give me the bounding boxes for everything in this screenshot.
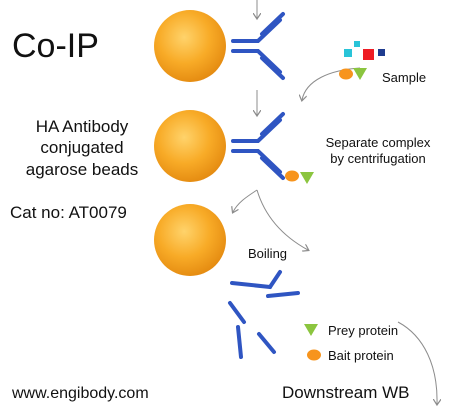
prey-protein-bound	[300, 172, 314, 184]
boiling-label: Boiling	[248, 246, 287, 261]
prey-protein-legend-icon	[304, 324, 318, 336]
antibody-on-bead-2	[231, 112, 285, 180]
arrow-sample-to-beads	[302, 67, 361, 100]
agarose-bead-1	[154, 10, 226, 82]
sample-label: Sample	[382, 70, 426, 85]
agarose-bead-3	[154, 204, 226, 276]
released-antibody-fragments	[228, 270, 300, 359]
arrow-to-bead-3	[233, 189, 258, 212]
antibody-on-bead-1	[231, 12, 285, 80]
prey-legend-label: Prey protein	[328, 323, 398, 338]
separate-label-line-1: Separate complex	[326, 135, 431, 150]
process-arrows	[233, 0, 437, 404]
product-name-line-1: HA Antibody	[36, 117, 129, 136]
page-title: Co-IP	[12, 27, 99, 65]
product-name-line-3: agarose beads	[26, 160, 138, 179]
agarose-bead-2	[154, 110, 226, 182]
separate-label-line-2: by centrifugation	[330, 151, 425, 166]
catalog-number: Cat no: AT0079	[10, 203, 127, 222]
bait-legend-label: Bait protein	[328, 348, 394, 363]
arrow-to-boiling	[256, 189, 308, 250]
downstream-label: Downstream WB	[282, 383, 410, 402]
bait-protein-bound	[285, 170, 299, 182]
product-name-line-2: conjugated	[40, 138, 123, 157]
website-link[interactable]: www.engibody.com	[11, 385, 149, 402]
sample-protein-mix	[339, 41, 385, 80]
bait-protein-legend-icon	[307, 349, 321, 361]
arrow-to-downstream	[397, 321, 437, 404]
